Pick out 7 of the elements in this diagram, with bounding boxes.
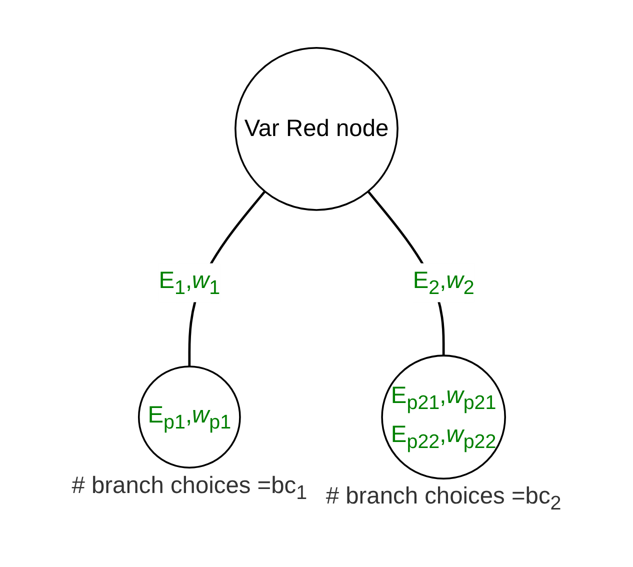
edge-label: E$_{1}$,w$_{1}$: [158, 268, 220, 299]
node-caption: # branch choices =bc$_{1}$: [72, 472, 308, 499]
node-circle: E$_{p1}$,w$_{p1}$: [138, 366, 241, 469]
node-circle: Var Red node: [234, 47, 398, 211]
node-circle: E$_{p21}$,w$_{p21}$ E$_{p22}$,w$_{p22}$: [381, 354, 506, 480]
node-caption: # branch choices =bc$_{2}$: [326, 484, 562, 510]
edge-label: E$_{2}$,w$_{2}$: [412, 268, 474, 299]
